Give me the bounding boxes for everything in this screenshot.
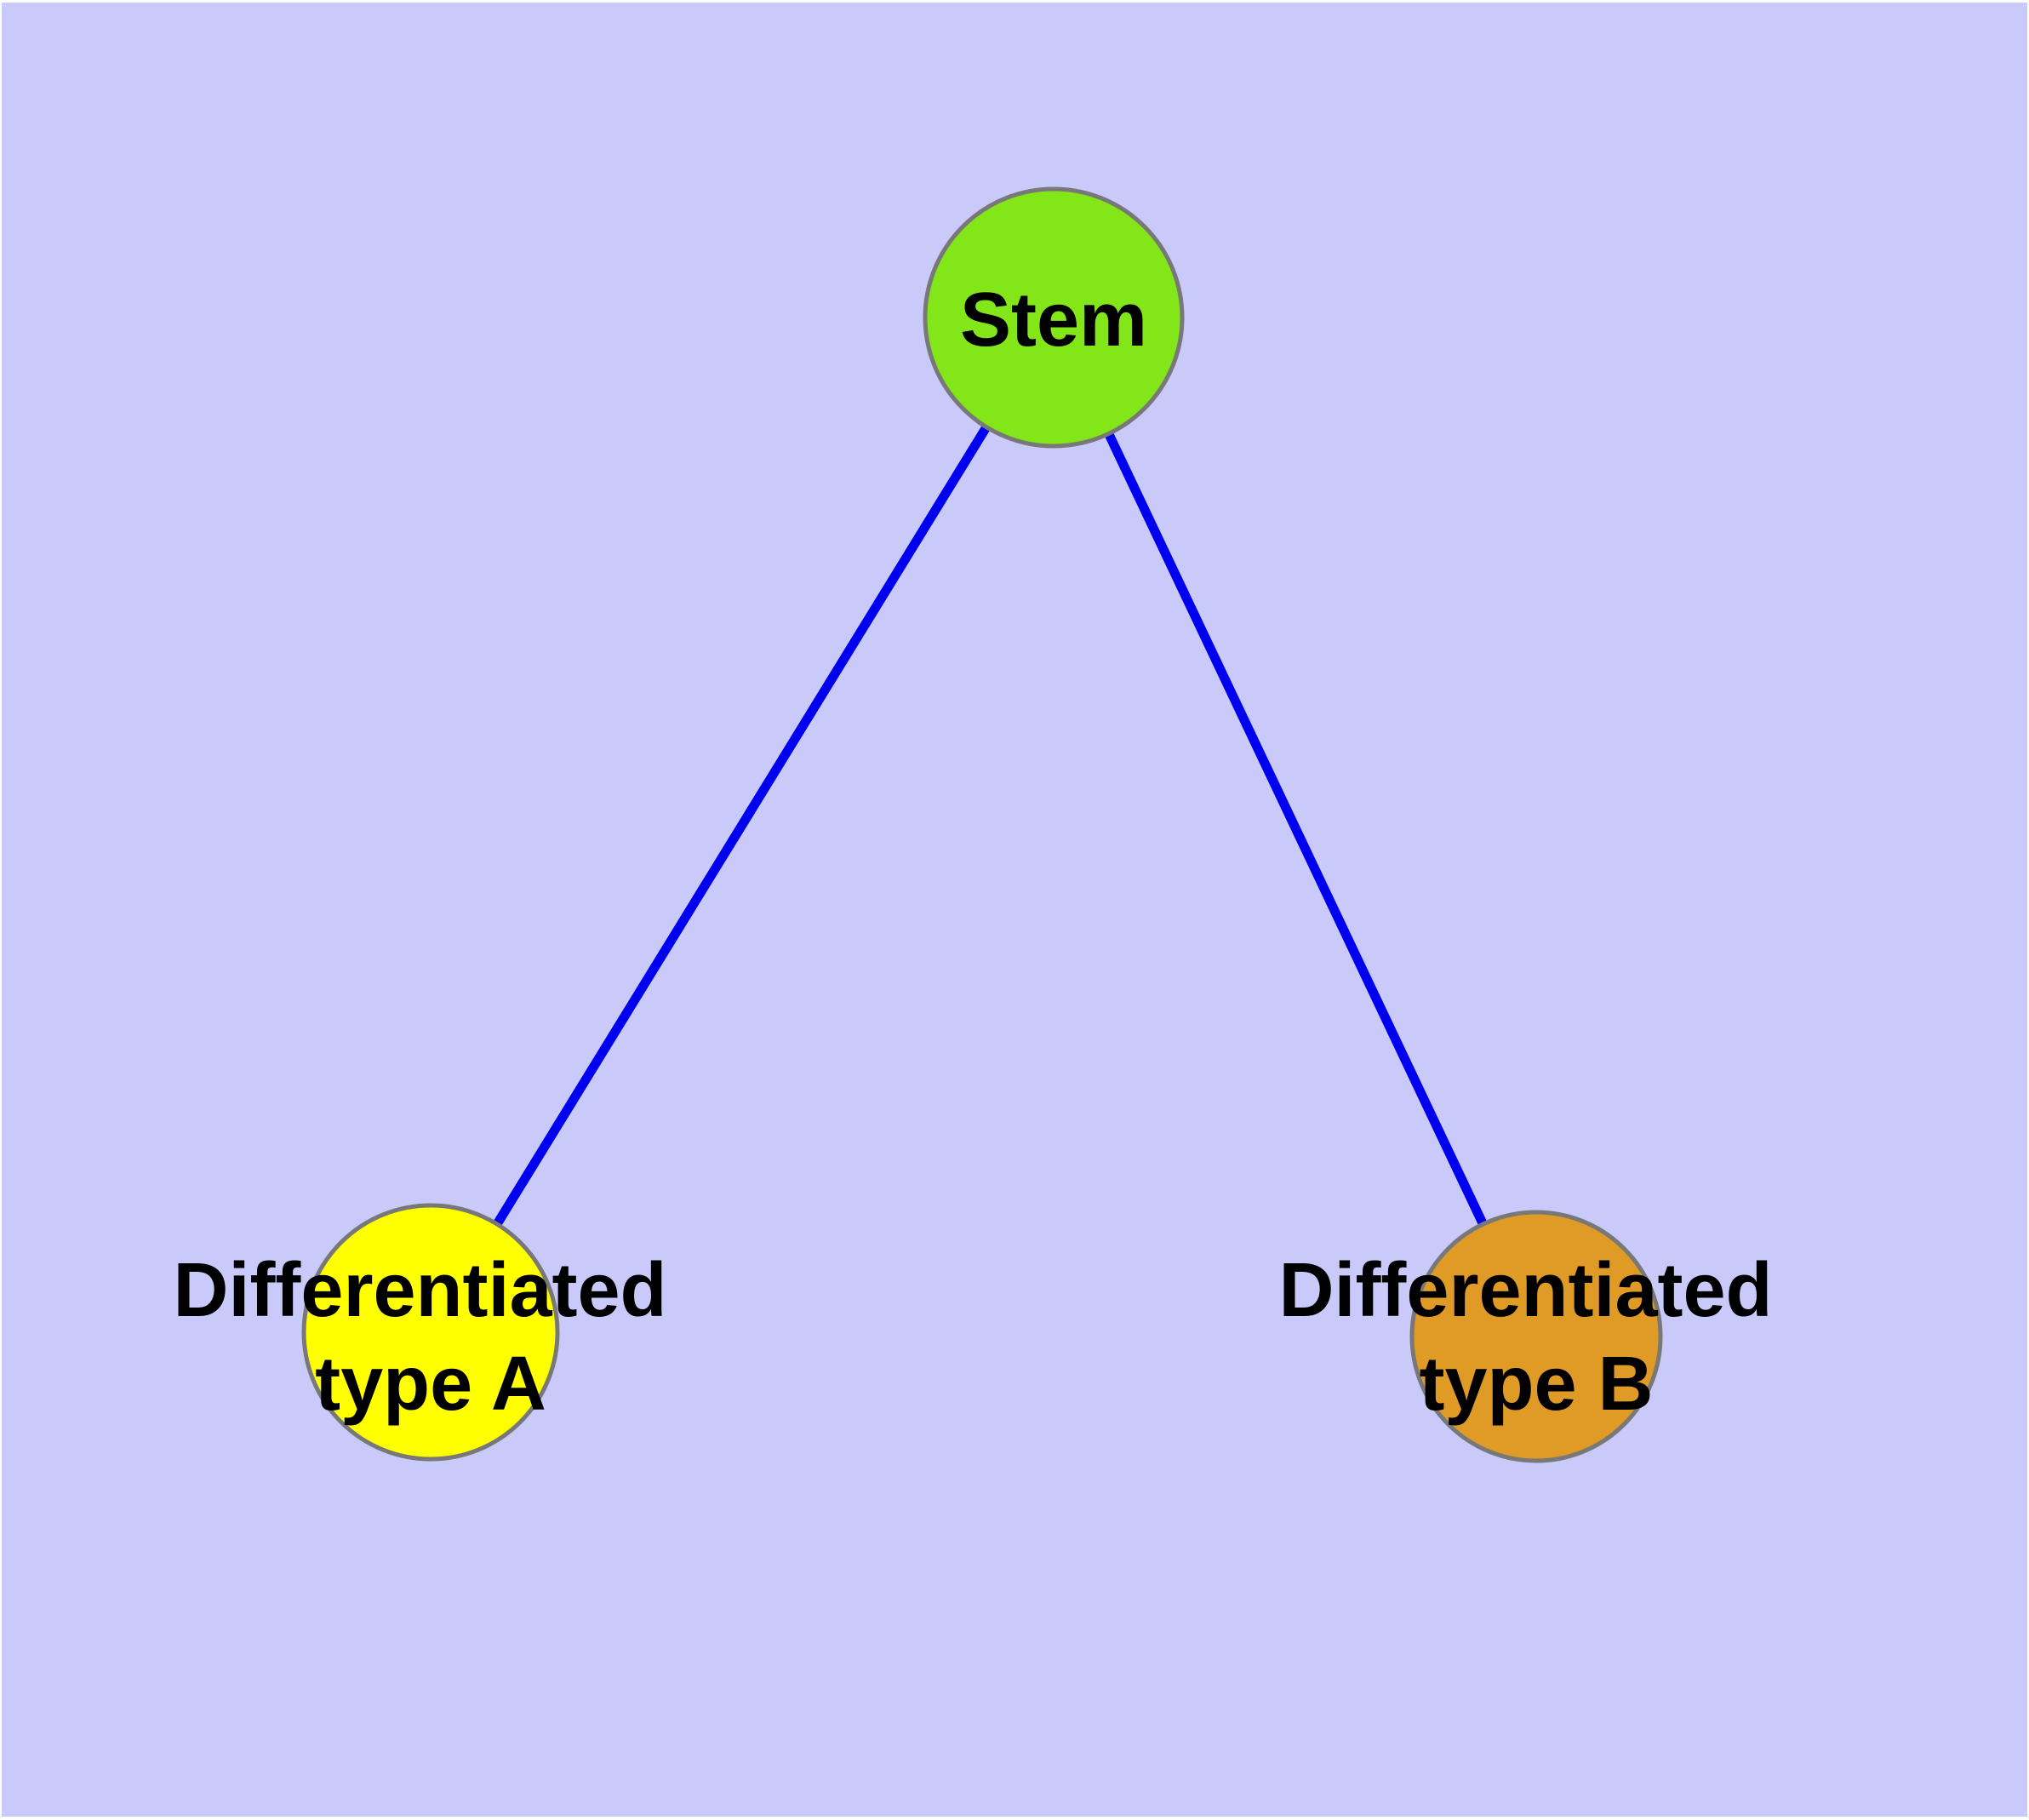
node-type-a-circle — [301, 1203, 560, 1462]
node-type-b-circle — [1409, 1210, 1663, 1463]
node-type-a-label: Differentiated type A — [173, 1248, 688, 1427]
edge-stem-to-type-b — [1049, 315, 1540, 1339]
node-type-b-label: Differentiated type B — [1278, 1248, 1793, 1427]
node-type-a-label-line2: type A — [315, 1342, 546, 1427]
node-stem-label: Stem — [960, 278, 1147, 363]
node-stem-circle — [923, 186, 1185, 449]
node-type-b-label-line2: type B — [1419, 1342, 1653, 1427]
edge-stem-to-type-a — [426, 315, 1058, 1335]
node-type-b-label-line1: Differentiated — [1278, 1248, 1772, 1333]
node-type-a-label-line1: Differentiated — [173, 1248, 666, 1333]
